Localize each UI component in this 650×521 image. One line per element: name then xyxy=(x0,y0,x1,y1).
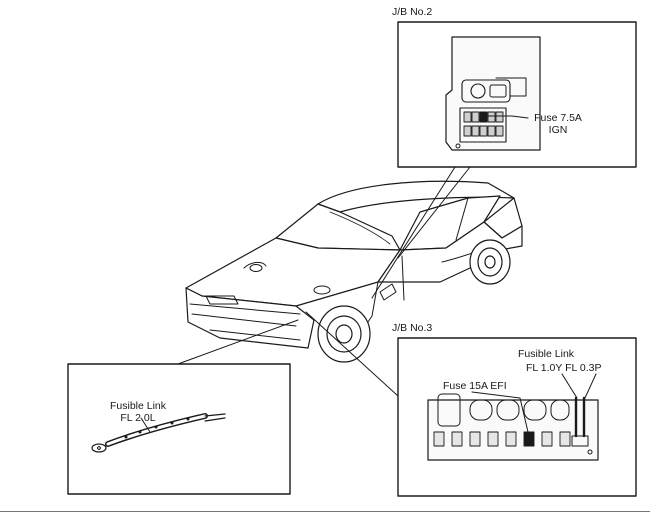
jb3-frame xyxy=(397,337,637,497)
jb3-fl-leader-2 xyxy=(584,373,597,399)
jb2-inset xyxy=(397,21,637,168)
engine-bay-fusible-link-title: Fusible Link xyxy=(109,400,167,412)
jb3-fl-leader-1 xyxy=(561,373,578,399)
jb2-title: J/B No.2 xyxy=(392,6,433,18)
leader-to-engine-bay xyxy=(177,319,299,365)
engine-bay-frame xyxy=(67,363,291,495)
jb3-block xyxy=(427,399,599,461)
page-bottom-rule xyxy=(0,511,650,512)
jb2-fuse-label-line1: Fuse 7.5A xyxy=(534,112,582,124)
leader-to-jb3 xyxy=(305,311,399,397)
jb2-fuse-label-line2: IGN xyxy=(548,124,568,136)
engine-bay-fusible-link-value: FL 2.0L xyxy=(120,412,156,424)
engine-bay-inset xyxy=(67,363,291,495)
car-front-fascia xyxy=(185,287,315,349)
leader-to-jb2-b xyxy=(397,166,471,259)
jb3-fusible-link-values: FL 1.0Y FL 0.3P xyxy=(526,362,602,374)
jb3-fusible-link-title: Fusible Link xyxy=(518,348,575,360)
car-rear-wheel xyxy=(469,239,511,285)
jb3-fuse-leader xyxy=(471,391,529,433)
jb3-title: J/B No.3 xyxy=(392,322,433,334)
jb3-inset xyxy=(397,337,637,497)
engine-bay-leader xyxy=(140,417,151,433)
jb3-fuse-label: Fuse 15A EFI xyxy=(443,380,507,392)
car-illustration xyxy=(185,180,523,363)
jb2-frame xyxy=(397,21,637,168)
jb2-fuse-leader xyxy=(486,115,529,119)
car-front-wheel xyxy=(317,305,371,363)
leader-to-jb2 xyxy=(371,166,456,299)
callout-leaders xyxy=(177,166,471,397)
